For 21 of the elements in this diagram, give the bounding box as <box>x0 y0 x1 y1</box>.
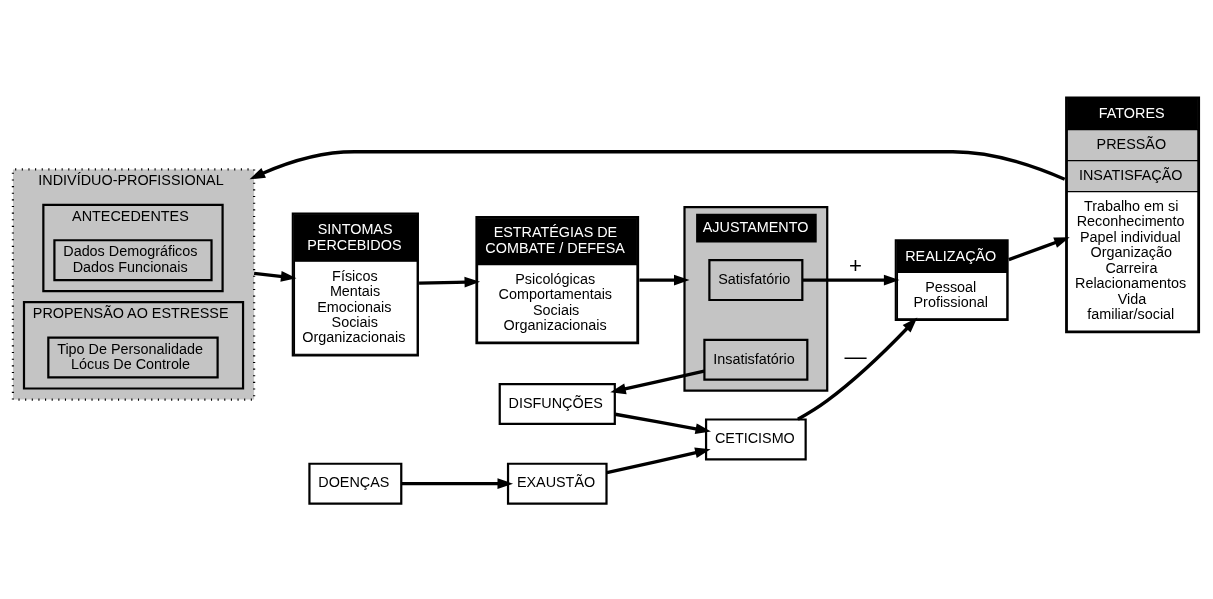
arrow <box>606 446 711 474</box>
edge-label: + <box>848 252 862 278</box>
arrow <box>1008 236 1070 261</box>
arrow <box>419 276 481 288</box>
arrow <box>802 274 900 285</box>
arrow <box>797 317 918 421</box>
node-box: DISFUNÇÕES <box>498 382 616 425</box>
node-box: Insatisfatório <box>703 338 809 381</box>
node-box: EXAUSTÃO <box>506 462 608 505</box>
node-box: Satisfatório <box>708 258 804 301</box>
arrow <box>401 477 513 489</box>
node-box: Dados Demográficos Dados Funcionais <box>53 238 213 281</box>
arrow <box>614 412 711 434</box>
arrow <box>610 369 705 394</box>
arrow <box>253 270 297 282</box>
arrow <box>639 274 690 285</box>
edge-label: — <box>844 343 867 369</box>
node-box: Tipo De Personalidade Lócus De Controle <box>47 336 219 379</box>
node-box: DOENÇAS <box>308 462 403 505</box>
arrow <box>249 149 1066 181</box>
node-box: CETICISMO <box>704 417 807 460</box>
